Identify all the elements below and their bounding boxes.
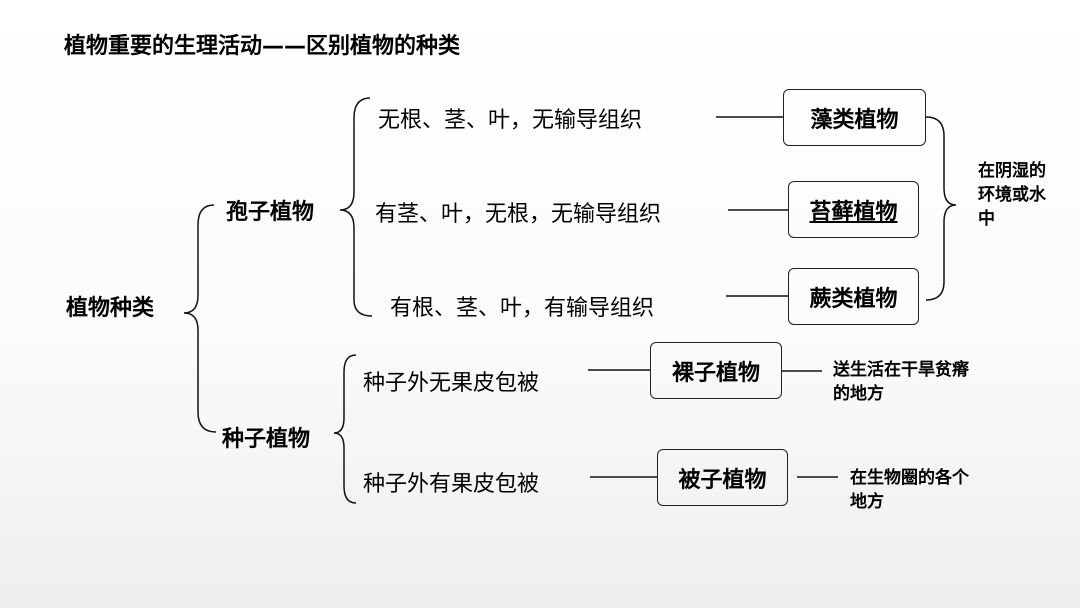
gymnosperm-habitat: 送生活在干旱贫瘠的地方 [833,360,969,404]
root-brace [183,204,217,433]
moss-label: 苔藓植物 [809,199,898,225]
angiosperm-box: 被子植物 [657,449,788,506]
root-label: 植物种类 [66,296,155,321]
algae-condition: 无根、茎、叶，无输导组织 [378,108,643,133]
gymnosperm-condition: 种子外无果皮包被 [363,371,540,396]
gymnosperm-box: 裸子植物 [650,342,782,399]
spore-habitat: 在阴湿的环境或水中 [978,161,1046,229]
page-title: 植物重要的生理活动——区别植物的种类 [64,34,461,59]
algae-box: 藻类植物 [783,89,926,146]
habitat-brace [925,116,957,301]
moss-box: 苔藓植物 [788,181,919,238]
spore-brace [339,97,373,317]
moss-condition: 有茎、叶，无根，无输导组织 [375,202,662,227]
fern-box: 蕨类植物 [788,268,919,325]
spore-plants-label: 孢子植物 [226,200,315,225]
seed-brace [333,354,357,504]
fern-condition: 有根、茎、叶，有输导组织 [390,296,655,321]
angiosperm-condition: 种子外有果皮包被 [363,472,540,497]
seed-plants-label: 种子植物 [222,427,311,452]
angiosperm-habitat: 在生物圈的各个地方 [850,468,969,512]
